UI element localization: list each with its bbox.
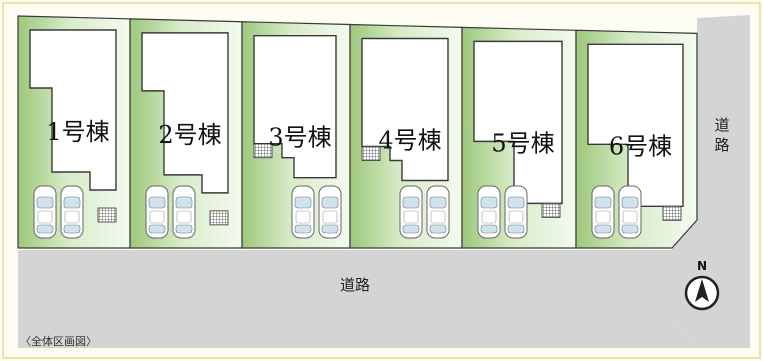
- car-icon: [145, 185, 169, 239]
- car-icon: [172, 185, 196, 239]
- lot-label: 2号棟: [158, 121, 221, 149]
- meter-box-icon: [253, 143, 273, 159]
- caption: 〈全体区画図〉: [20, 334, 97, 348]
- lot-label: 6号棟: [609, 132, 672, 160]
- north-label: N: [697, 259, 707, 273]
- lot-label: 5号棟: [491, 129, 554, 157]
- road-right: [672, 15, 750, 348]
- building: [29, 29, 117, 191]
- meter-box-icon: [541, 202, 561, 218]
- north-arrow-icon: N: [684, 259, 720, 311]
- lot-label: 4号棟: [378, 126, 441, 154]
- car-icon: [60, 185, 84, 239]
- meter-box-icon: [97, 207, 117, 223]
- car-icon: [618, 185, 642, 239]
- lot-5: 5号棟: [461, 26, 577, 249]
- lot-label: 1号棟: [46, 118, 109, 146]
- car-icon: [426, 185, 450, 239]
- lot-6: 6号棟: [575, 29, 698, 249]
- car-icon: [504, 185, 528, 239]
- car-icon: [291, 185, 315, 239]
- road-bottom: [18, 250, 700, 348]
- lot-3: 3号棟: [241, 21, 351, 249]
- building: [141, 32, 229, 194]
- meter-box-icon: [361, 146, 381, 161]
- road-bottom-label: 道路: [340, 276, 370, 294]
- meter-box-icon: [209, 210, 229, 226]
- car-icon: [591, 185, 615, 239]
- car-icon: [318, 185, 342, 239]
- lot-label: 3号棟: [268, 124, 331, 152]
- car-icon: [399, 185, 423, 239]
- lot-2: 2号棟: [129, 18, 243, 249]
- lot-1: 1号棟: [17, 15, 131, 249]
- lot-4: 4号棟: [349, 23, 463, 249]
- meter-box-icon: [662, 205, 682, 221]
- road-right-label: 道路: [714, 116, 729, 154]
- car-icon: [33, 185, 57, 239]
- car-icon: [477, 185, 501, 239]
